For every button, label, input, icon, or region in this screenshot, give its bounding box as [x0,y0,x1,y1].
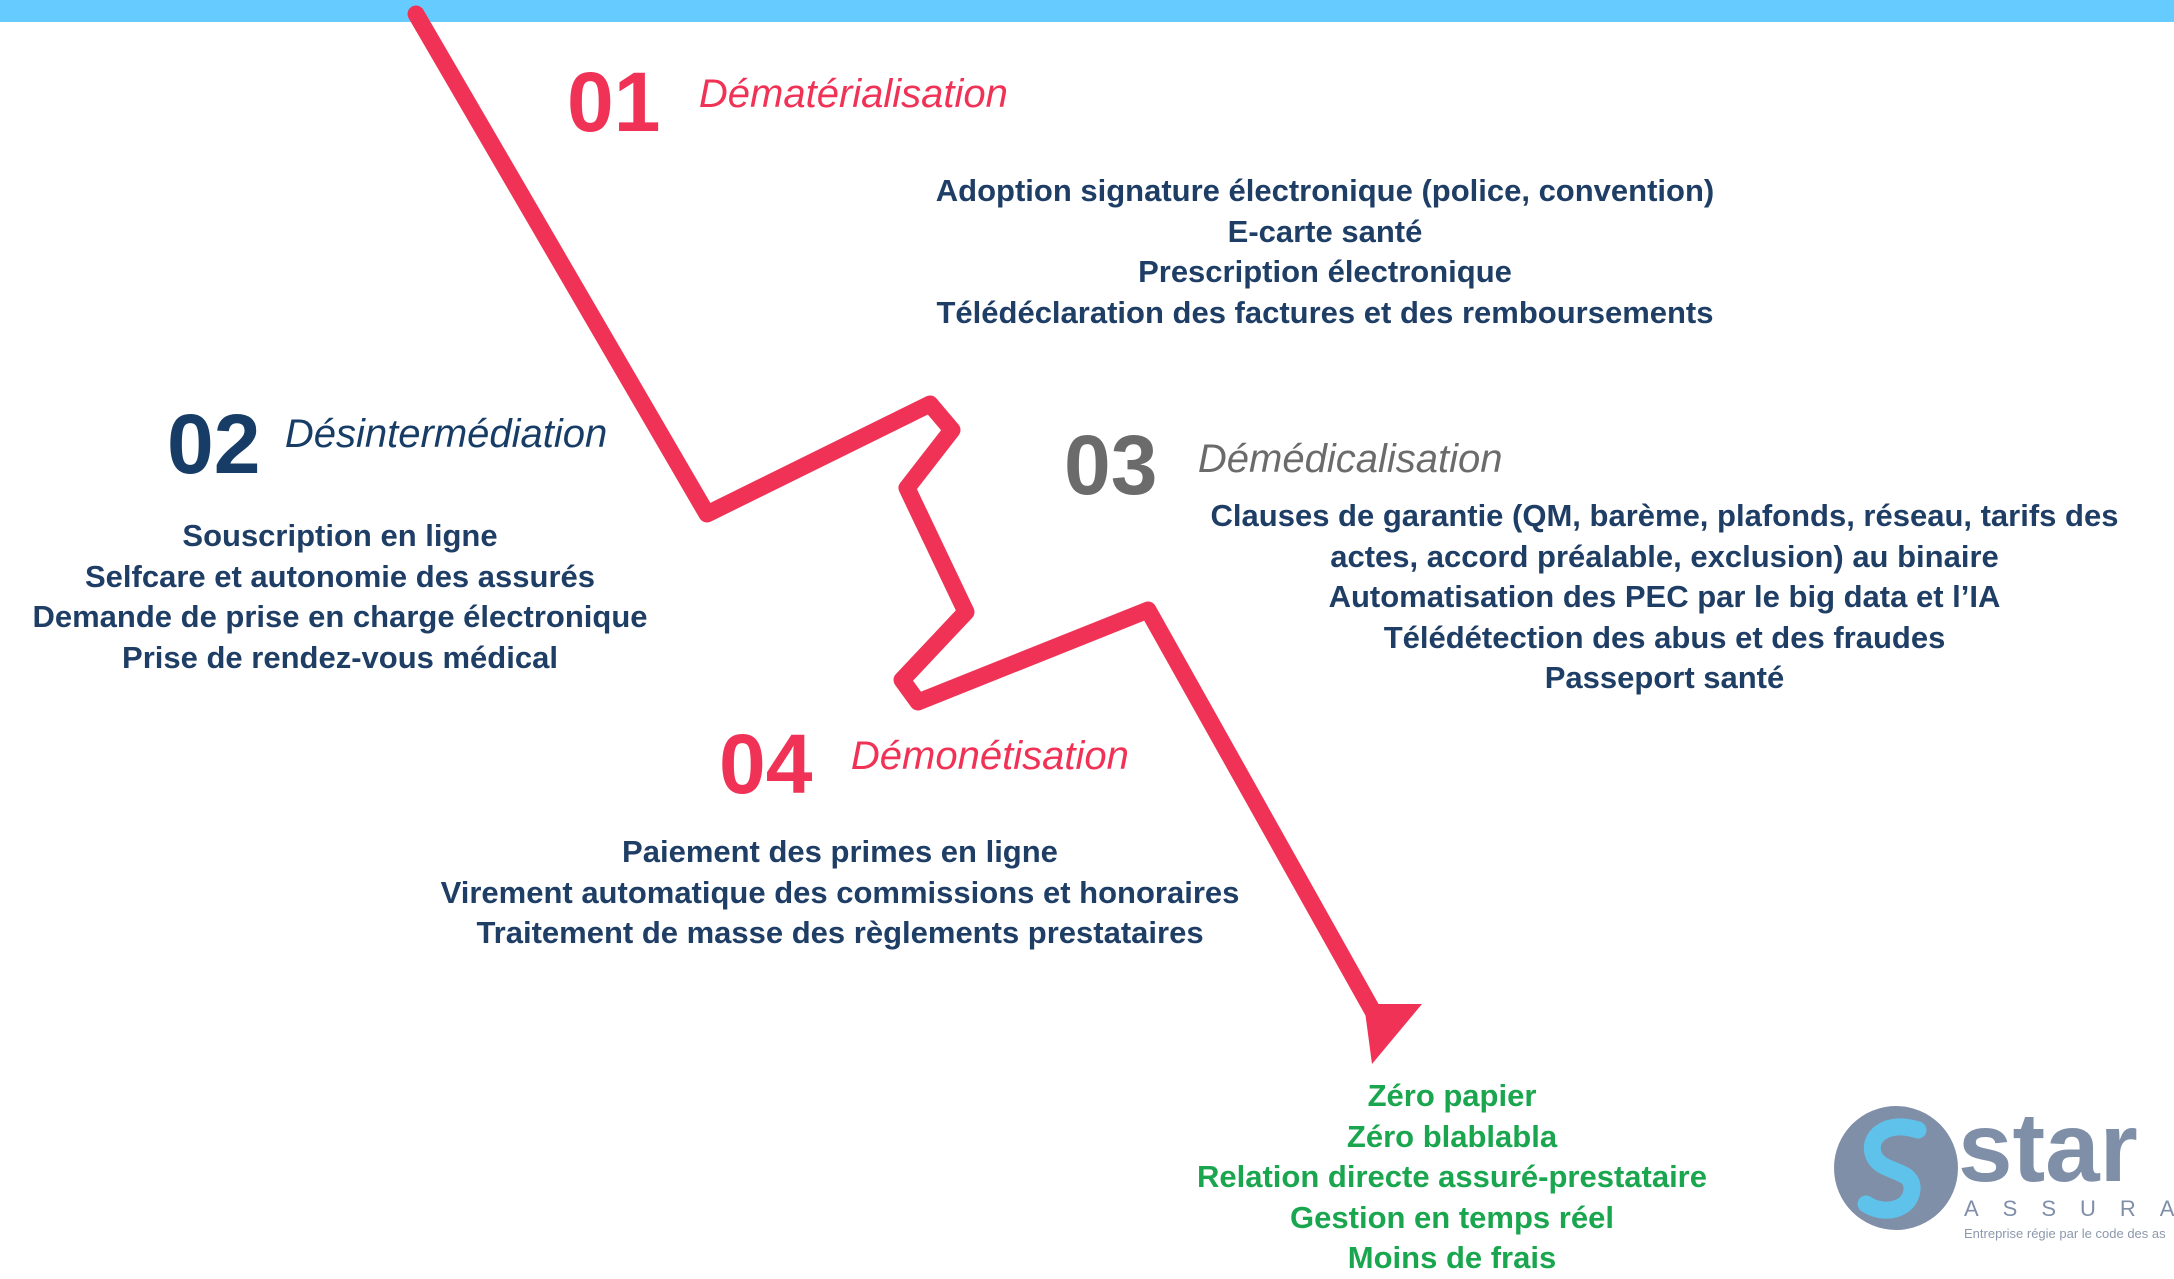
step-02-title: Désintermédiation [284,412,608,456]
step-04-items: Paiement des primes en ligne Virement au… [340,832,1340,954]
result-item: Moins de frais [1347,1240,1557,1275]
arrow-head-icon [1364,1004,1422,1064]
results-list: Zéro papier Zéro blablabla Relation dire… [1052,1076,1852,1279]
list-item: Adoption signature électronique (police,… [935,173,1715,208]
step-02-number: 02 [167,397,261,491]
step-04-number: 04 [719,717,813,811]
list-item: Télédéclaration des factures et des remb… [936,294,1714,330]
logo-wordmark: star [1958,1092,2138,1202]
step-01-items: Adoption signature électronique (police,… [620,171,2030,333]
result-item: Zéro blablabla [1346,1118,1558,1154]
step-03-items: Clauses de garantie (QM, barème, plafond… [1155,496,2174,699]
result-item: Gestion en temps réel [1290,1199,1614,1235]
list-item: Clauses de garantie (QM, barème, plafond… [1210,498,2119,533]
step-04-header: 04 Démonétisation [719,722,1129,806]
step-02-items: Souscription en ligne Selfcare et autono… [0,516,680,678]
list-item: Prise de rendez-vous médical [122,639,558,675]
step-04-title: Démonétisation [850,734,1129,778]
result-item: Zéro papier [1367,1078,1537,1113]
logo-s-icon [1834,1106,1958,1230]
list-item: Traitement de masse des règlements prest… [476,915,1204,950]
step-01-header: 01 Dématérialisation [567,60,1008,144]
result-item: Relation directe assuré-prestataire [1197,1159,1707,1194]
step-03-number: 03 [1064,418,1158,512]
list-item: Automatisation des PEC par le big data e… [1328,579,2001,614]
step-02-header: 02 Désintermédiation [167,402,607,486]
step-03-header: 03 Démédicalisation [1064,423,1502,507]
list-item: Prescription électronique [1138,254,1512,289]
logo-subtitle: ASSURA [1964,1196,2174,1221]
list-item: Paiement des primes en ligne [622,834,1058,869]
logo-tagline: Entreprise régie par le code des as [1964,1226,2166,1241]
list-item: Selfcare et autonomie des assurés [84,558,595,594]
list-item: Télédétection des abus et des fraudes [1383,619,1946,655]
step-01-number: 01 [567,55,661,149]
list-item: actes, accord préalable, exclusion) au b… [1330,538,1999,574]
list-item: Souscription en ligne [182,518,498,553]
step-01-title: Dématérialisation [698,72,1008,116]
list-item: Virement automatique des commissions et … [440,874,1240,910]
zigzag-arrow-line [407,5,1389,1033]
step-03-title: Démédicalisation [1197,437,1503,481]
list-item: Demande de prise en charge électronique [32,599,648,634]
top-bar [0,0,2174,22]
list-item: Passeport santé [1544,660,1785,695]
list-item: E-carte santé [1227,213,1423,249]
star-assurances-logo: star ASSURA Entreprise régie par le code… [1818,1092,2174,1272]
